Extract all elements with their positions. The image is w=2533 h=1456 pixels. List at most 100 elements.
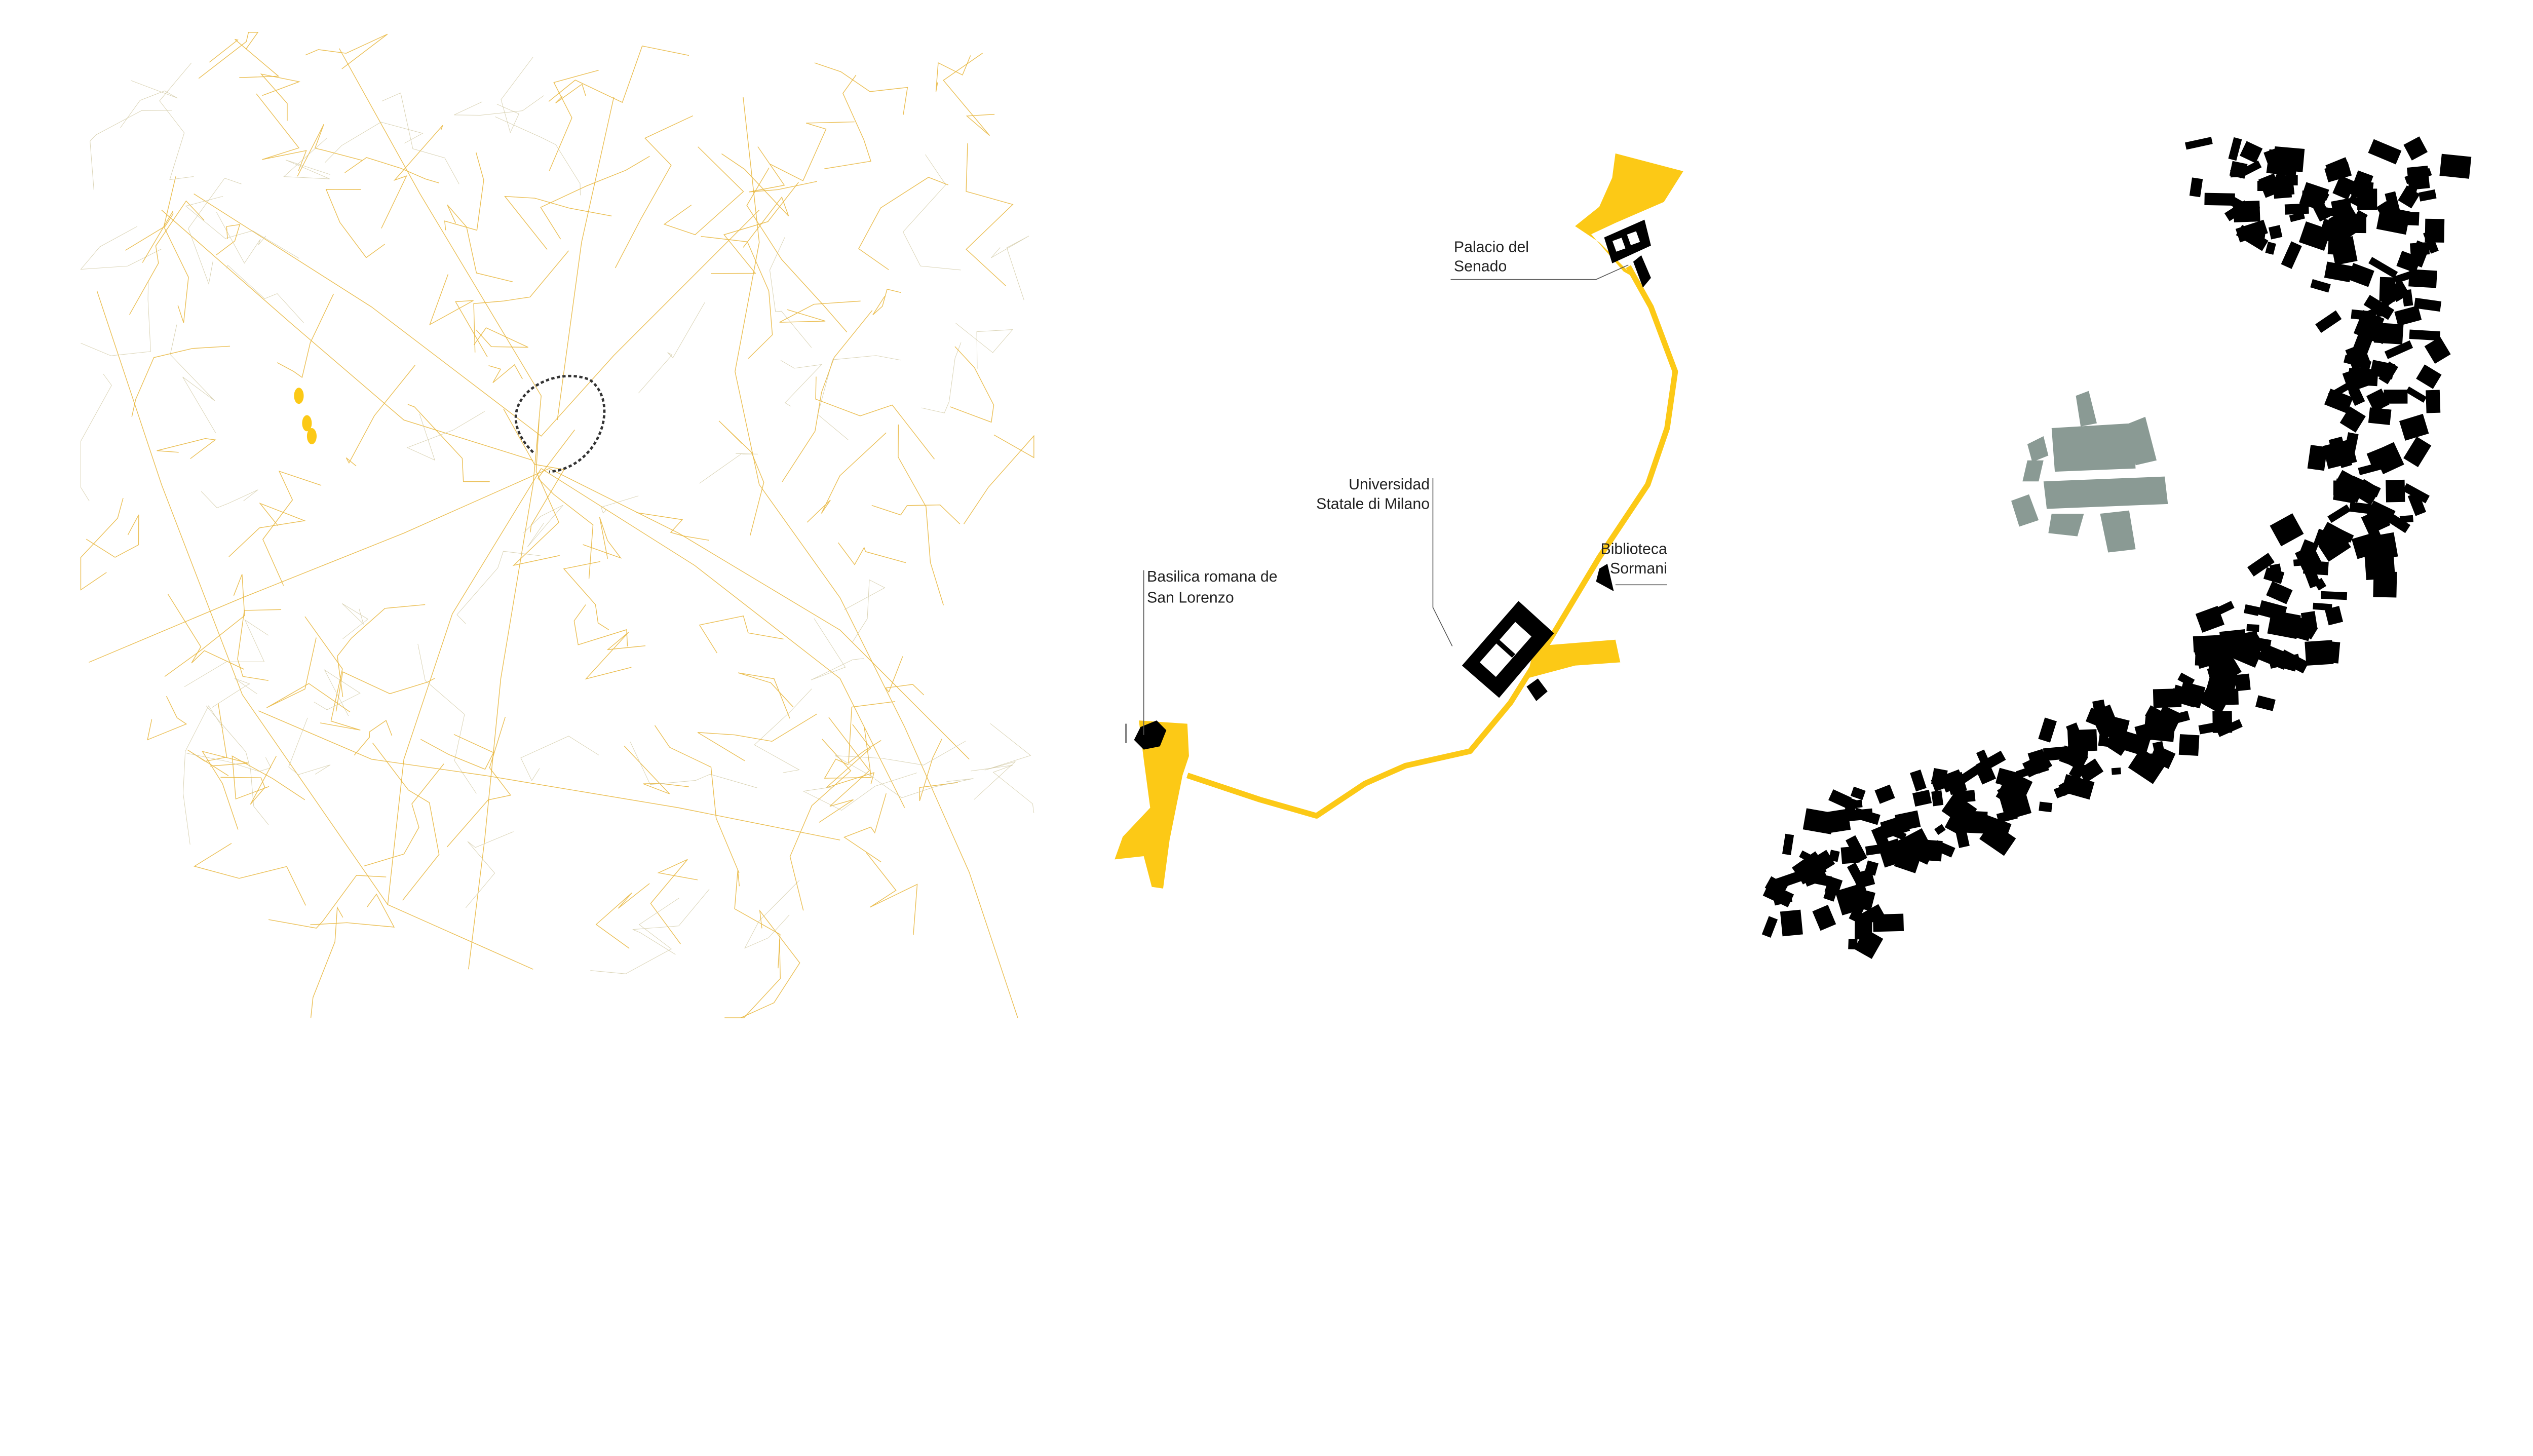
- building-block: [2325, 157, 2348, 172]
- road: [125, 210, 174, 263]
- road: [573, 604, 628, 646]
- road: [814, 62, 908, 115]
- road: [406, 411, 485, 461]
- road: [417, 643, 477, 794]
- building-block: [2177, 672, 2195, 687]
- road: [711, 182, 799, 274]
- road: [866, 852, 918, 935]
- building-block: [1802, 808, 1835, 834]
- road: [337, 604, 426, 697]
- building-block: [2109, 736, 2123, 751]
- road: [738, 672, 794, 719]
- road: [161, 209, 533, 461]
- building-block: [2152, 741, 2167, 764]
- building-block: [2232, 644, 2261, 668]
- route-diagram: Palacio del Senado Universidad Statale d…: [1115, 153, 1683, 889]
- building-block: [2307, 445, 2328, 471]
- label-universidad-line2: Statale di Milano: [1316, 495, 1430, 512]
- road: [216, 224, 241, 255]
- building-block: [2043, 746, 2065, 761]
- road: [159, 62, 194, 180]
- duomo-cluster: [2011, 391, 2168, 553]
- road: [182, 705, 224, 845]
- road: [555, 84, 586, 104]
- building-block: [1853, 869, 1875, 889]
- building-block: [2237, 160, 2262, 178]
- highlight-area: [302, 415, 312, 432]
- road: [991, 236, 1029, 300]
- city-center-ring: [514, 374, 606, 473]
- building-block: [1802, 866, 1828, 887]
- building-block: [2372, 442, 2404, 475]
- route-north-area: [1575, 153, 1683, 278]
- building-block: [2358, 461, 2385, 475]
- highlight-area: [306, 428, 317, 444]
- building-block: [2409, 242, 2430, 256]
- road: [950, 346, 994, 423]
- building-block: [2247, 553, 2275, 577]
- label-biblioteca-line1: Biblioteca: [1600, 541, 1667, 558]
- building-block: [1780, 909, 1803, 937]
- senado-building: [1604, 219, 1651, 288]
- road: [268, 875, 387, 929]
- road: [548, 45, 689, 103]
- road: [346, 365, 415, 467]
- building-block: [2402, 483, 2430, 504]
- building-block: [2379, 277, 2396, 302]
- road: [96, 290, 533, 970]
- road: [80, 373, 112, 502]
- road: [557, 97, 615, 420]
- building-block: [2184, 137, 2213, 150]
- road: [201, 751, 249, 830]
- building-block: [2293, 559, 2306, 566]
- road: [744, 880, 800, 949]
- road: [636, 512, 709, 541]
- building-block: [2364, 553, 2396, 581]
- road: [188, 178, 242, 285]
- building-block: [2193, 635, 2221, 653]
- building-block: [1761, 916, 1778, 938]
- building-block: [2330, 236, 2358, 265]
- road: [258, 710, 840, 840]
- road: [157, 438, 216, 459]
- road: [341, 603, 369, 639]
- building-block: [1865, 844, 1882, 856]
- building-block: [1931, 768, 1948, 787]
- building-block: [2111, 767, 2121, 775]
- building-block: [1931, 790, 1944, 807]
- building-block: [1835, 883, 1871, 915]
- road: [630, 742, 757, 788]
- building-block: [2278, 157, 2301, 174]
- building-block: [2240, 141, 2263, 164]
- building-block: [1854, 929, 1884, 959]
- road: [209, 39, 280, 78]
- building-block: [2374, 332, 2387, 344]
- road: [807, 432, 887, 523]
- road: [420, 734, 494, 770]
- building-block: [2283, 622, 2312, 641]
- building-block: [1850, 786, 1866, 800]
- building-block: [2313, 528, 2328, 547]
- road: [971, 765, 1034, 813]
- road: [339, 48, 542, 970]
- road: [164, 574, 245, 677]
- building-block: [2257, 181, 2266, 191]
- road: [288, 717, 331, 775]
- building-block: [2234, 673, 2251, 692]
- road: [872, 288, 901, 316]
- road: [488, 364, 523, 384]
- building-block: [2384, 340, 2413, 359]
- road: [919, 739, 958, 801]
- building-block: [2407, 492, 2427, 516]
- building-block: [2289, 212, 2305, 222]
- building-block: [2439, 154, 2472, 179]
- building-block: [2300, 611, 2318, 632]
- road: [260, 73, 301, 121]
- road: [504, 196, 612, 250]
- building-block: [1979, 821, 2016, 856]
- road: [120, 80, 178, 128]
- building-block: [2324, 261, 2353, 283]
- building-block: [2061, 774, 2095, 800]
- building-block: [2396, 251, 2422, 274]
- building-block: [2038, 717, 2057, 743]
